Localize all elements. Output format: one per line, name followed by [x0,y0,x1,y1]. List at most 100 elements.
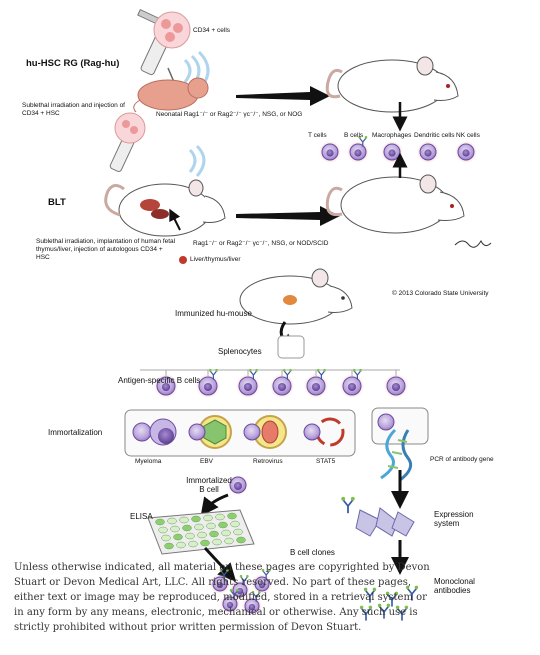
arrow-8-12-weeks-top [236,86,330,106]
pcr-label: PCR of antibody gene [430,456,494,463]
blt-strains: Rag1⁻/⁻ or Rag2⁻/⁻ γc⁻/⁻, NSG, or NOD/SC… [193,240,329,247]
immunized-mouse [239,268,353,325]
antigen-specific-b-cell [340,368,364,398]
elisa-well [167,517,177,525]
b-cell-clone [252,568,272,594]
cd34-cells-bubble [153,11,191,49]
pcr-b-cell [377,413,395,431]
weeks-bottom: 8 - 12 weeks [266,206,304,213]
b-cell-clone [220,588,240,614]
elisa-well [185,532,195,540]
antigen-specific-b-cell [154,374,178,398]
elisa-well [194,523,204,531]
antigen-specific-b-cell [304,368,328,398]
antibody-icon [341,496,355,514]
method-ebv: EBV [200,458,214,465]
elisa-well [179,516,189,524]
elisa-plate [147,509,255,555]
nk-cell [455,141,477,163]
antigen-specific-b-cell [236,368,260,398]
elisa-well [209,530,219,538]
monoclonal-antibody-icon [395,605,409,621]
receptor-icon [282,368,292,380]
hu-hsc-title: hu-HSC RG (Rag-hu) [26,58,120,69]
arrow-to-elisa [200,493,229,517]
elisa-well [155,518,165,526]
dna-helix-icon [380,428,413,482]
cell-label-macrophages: Macrophages [372,132,412,139]
b-cell-clone [210,568,230,594]
elisa-well [200,539,210,547]
elisa-well [161,534,171,542]
immortalization-label: Immortalization [48,428,103,437]
elisa-well [221,529,231,537]
t-cell [319,141,341,163]
monoclonal-antibody-icon [359,605,373,621]
antigen-specific-b-cell [196,368,220,398]
receptor-icon [229,588,239,600]
receptor-icon [316,368,326,380]
splenocytes-label: Splenocytes [218,347,262,356]
elisa-well [203,514,213,522]
method-stat5: STAT5 [316,458,336,465]
monoclonal-antibody-icon [385,591,399,607]
b-cell-clone [242,590,262,616]
neonatal-mouse [133,77,209,113]
monoclonal-antibody-icon [363,587,377,603]
receptor-icon [352,368,362,380]
artist-signature [454,239,492,248]
cd34-label: CD34 + cells [193,27,231,34]
elisa-well [230,520,240,528]
immortalization-box-group [124,409,356,457]
antigen-specific-b-cell [270,368,294,398]
method-retrovirus: Retrovirus [253,458,283,465]
credit-label: © 2013 Colorado State University [392,290,489,297]
receptor-icon [219,568,229,580]
b-cell-clone [230,574,250,600]
splenocytes-box [277,335,305,359]
liver-thymus-legend-dot [179,256,187,264]
arrow-8-12-weeks-bottom [236,206,340,226]
liver-thymus-legend: Liver/thymus/liver [190,256,241,263]
syringe-icon [109,112,146,172]
myeloma-cell [132,418,177,446]
antigen-specific-b-cell [384,374,408,398]
elisa-well [206,522,216,530]
adult-mouse-top [325,56,459,113]
antigen-specific-b-cell-row [154,368,408,398]
elisa-well [224,537,234,545]
adult-mouse-blt [325,174,465,234]
receptor-icon [251,590,261,602]
monoclonal-antibody-icon [405,585,419,601]
receptor-icon [358,135,368,147]
immortalized-b-cell-label: Immortalized B cell [186,476,232,494]
elisa-well [212,538,222,546]
dendritic-cell [417,141,439,163]
elisa-well [215,513,225,521]
monoclonal-antibodies-label: Monoclonal antibodies [434,577,475,595]
immortalized-b-cell [228,475,248,495]
arrow-to-b-cell-clones [203,546,237,582]
blt-procedure: Sublethal irradiation, implantation of h… [36,238,176,261]
elisa-well [176,541,186,549]
elisa-well [191,515,201,523]
receptor-icon [208,368,218,380]
elisa-well [233,528,243,536]
hu-hsc-procedure: Sublethal irradiation and injection of C… [22,102,125,117]
cell-label-dendritic: Dendritic cells [414,132,455,139]
b-cell [347,135,369,163]
method-myeloma: Myeloma [135,458,162,465]
elisa-well [170,525,180,533]
receptor-icon [239,574,249,586]
elisa-well [218,521,228,529]
blt-title: BLT [48,197,66,208]
cell-label-b-cells: B cells [344,132,364,139]
elisa-label: ELISA [130,512,153,521]
cell-label-t-cells: T cells [308,132,327,139]
elisa-well [197,531,207,539]
irradiation-rays-icon [188,144,206,177]
antibody-icons [341,496,419,621]
elisa-well [182,524,192,532]
